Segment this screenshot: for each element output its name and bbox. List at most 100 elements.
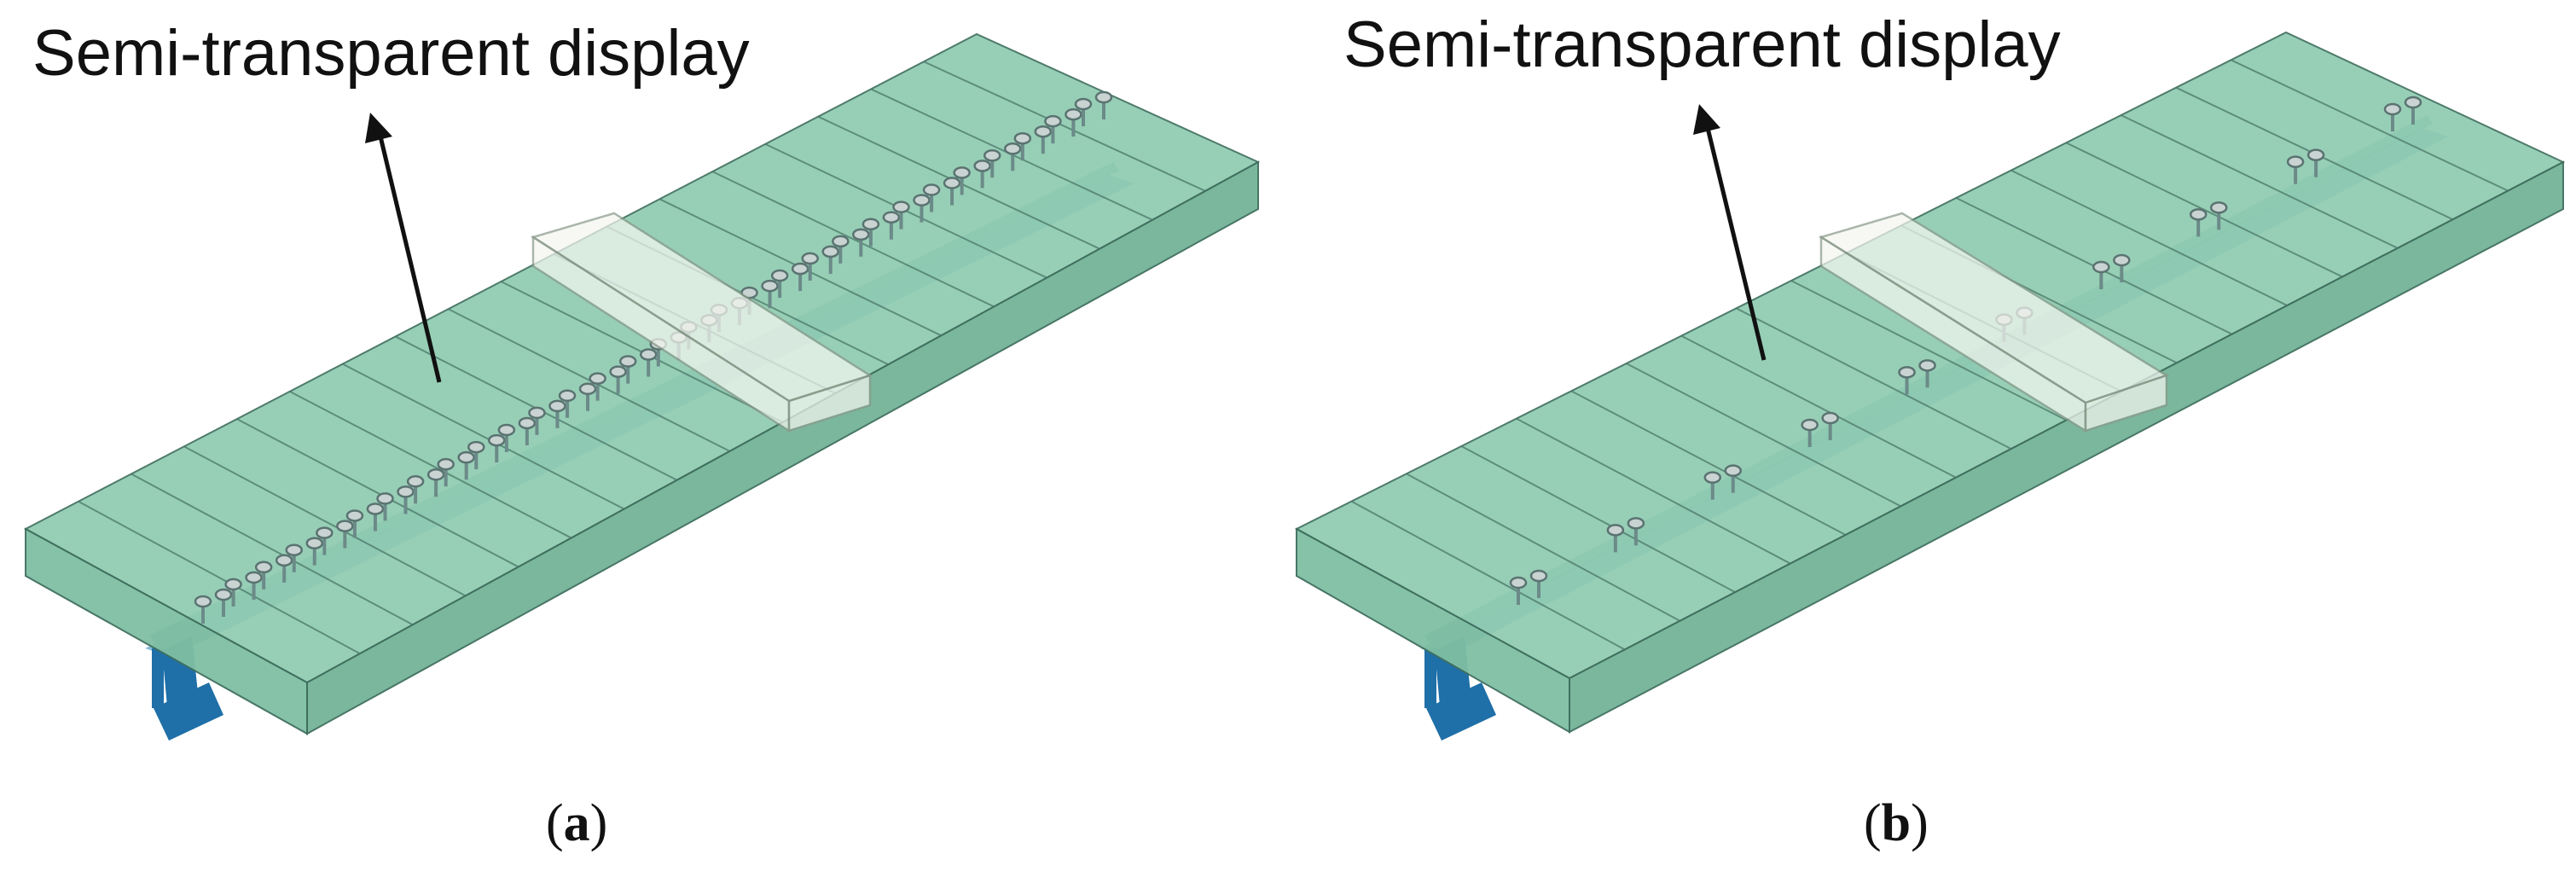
shear-stud bbox=[397, 485, 415, 514]
shear-stud bbox=[194, 595, 212, 624]
shear-stud bbox=[639, 348, 658, 377]
shear-stud bbox=[2189, 208, 2208, 237]
shear-stud bbox=[214, 588, 233, 617]
shear-stud bbox=[1724, 464, 1743, 493]
shear-stud bbox=[1044, 114, 1062, 144]
shear-stud bbox=[345, 509, 364, 538]
mesh-line bbox=[1626, 363, 1901, 508]
shear-stud bbox=[770, 269, 789, 299]
callout-label: Semi-transparent display bbox=[1343, 9, 2061, 81]
beam-end-flange bbox=[1426, 683, 1496, 741]
mesh-line bbox=[1406, 473, 1680, 622]
shear-stud bbox=[457, 450, 475, 480]
mesh-line bbox=[1736, 307, 2012, 450]
shear-stud bbox=[548, 399, 566, 428]
mesh-line bbox=[2121, 114, 2399, 249]
slab-top-face bbox=[1294, 31, 2566, 680]
shear-stud bbox=[618, 355, 637, 384]
shear-stud bbox=[821, 245, 839, 274]
shear-stud bbox=[1801, 418, 1819, 447]
panel-b: Semi-transparent display (b) bbox=[1294, 9, 2566, 852]
shear-stud bbox=[437, 457, 455, 487]
shear-stud bbox=[1898, 366, 1916, 395]
shear-stud bbox=[1703, 471, 1722, 500]
shear-stud bbox=[467, 440, 485, 470]
shear-stud bbox=[1013, 131, 1032, 161]
mesh-line bbox=[342, 363, 625, 510]
callout-arrow bbox=[365, 113, 442, 383]
shear-stud bbox=[406, 475, 425, 504]
shear-stud bbox=[791, 262, 809, 292]
shear-stud bbox=[983, 149, 1001, 178]
concrete-slab bbox=[23, 32, 1261, 735]
panel-caption: (a) bbox=[546, 794, 607, 852]
shear-stud bbox=[589, 372, 606, 401]
shear-stud bbox=[609, 365, 627, 394]
mesh-line bbox=[289, 391, 572, 539]
shear-stud bbox=[862, 218, 880, 247]
concrete-slab bbox=[1294, 31, 2566, 734]
shear-stud bbox=[497, 423, 516, 452]
shear-stud bbox=[1918, 359, 1936, 388]
shear-stud bbox=[1065, 107, 1082, 137]
shear-stud bbox=[1529, 569, 1548, 598]
callout-label: Semi-transparent display bbox=[32, 17, 750, 90]
callout-arrow bbox=[1693, 104, 1767, 361]
shear-stud bbox=[973, 160, 991, 189]
mesh-line bbox=[1790, 280, 2067, 421]
mesh-line bbox=[1350, 500, 1626, 651]
shear-stud bbox=[943, 177, 961, 206]
shear-stud bbox=[1627, 517, 1645, 546]
shear-stud bbox=[2286, 155, 2305, 184]
shear-stud bbox=[2113, 253, 2131, 282]
mesh-line bbox=[1680, 334, 1957, 479]
loading-block bbox=[1818, 212, 2169, 433]
shear-stud bbox=[245, 571, 263, 600]
shear-stud bbox=[336, 520, 354, 549]
shear-stud bbox=[488, 433, 506, 463]
mesh-line bbox=[183, 445, 467, 597]
shear-stud bbox=[376, 492, 394, 521]
shear-stud bbox=[1821, 411, 1839, 440]
shear-stud bbox=[426, 468, 445, 497]
shear-stud bbox=[254, 561, 273, 590]
shear-studs bbox=[194, 90, 1113, 624]
shear-stud bbox=[1606, 524, 1625, 553]
shear-stud bbox=[275, 554, 293, 583]
mesh-line bbox=[1570, 390, 1847, 536]
shear-stud bbox=[1509, 576, 1528, 605]
shear-stud bbox=[224, 578, 242, 607]
shear-stud bbox=[832, 235, 850, 264]
shear-stud bbox=[2209, 201, 2228, 230]
shear-stud bbox=[761, 279, 779, 309]
mesh-line bbox=[2010, 169, 2288, 306]
shear-stud bbox=[558, 389, 577, 418]
shear-stud bbox=[2306, 148, 2325, 177]
mesh-line bbox=[2065, 142, 2343, 278]
shear-stud bbox=[852, 228, 870, 257]
mesh-line bbox=[236, 418, 519, 568]
mesh-line bbox=[1460, 445, 1736, 594]
shear-stud bbox=[882, 211, 901, 240]
mesh-line bbox=[448, 308, 731, 452]
mesh-line bbox=[923, 61, 1206, 192]
shear-stud bbox=[285, 543, 304, 572]
shear-stud bbox=[922, 183, 941, 212]
mesh-line bbox=[2231, 59, 2509, 192]
shear-stud bbox=[1094, 90, 1113, 119]
shear-stud bbox=[913, 194, 931, 223]
mesh-line bbox=[1516, 417, 1791, 565]
shear-stud bbox=[366, 502, 385, 532]
shear-stud bbox=[801, 252, 819, 281]
loading-block bbox=[531, 212, 873, 433]
shear-stud bbox=[1074, 97, 1093, 126]
shear-stud bbox=[1003, 142, 1022, 171]
shear-stud bbox=[316, 526, 334, 555]
beam-end-flange bbox=[154, 683, 223, 741]
mesh-line bbox=[711, 171, 995, 308]
shear-stud bbox=[2383, 102, 2402, 131]
shear-stud bbox=[953, 166, 971, 195]
shear-stud bbox=[1034, 125, 1053, 154]
shear-stud bbox=[2404, 96, 2422, 125]
